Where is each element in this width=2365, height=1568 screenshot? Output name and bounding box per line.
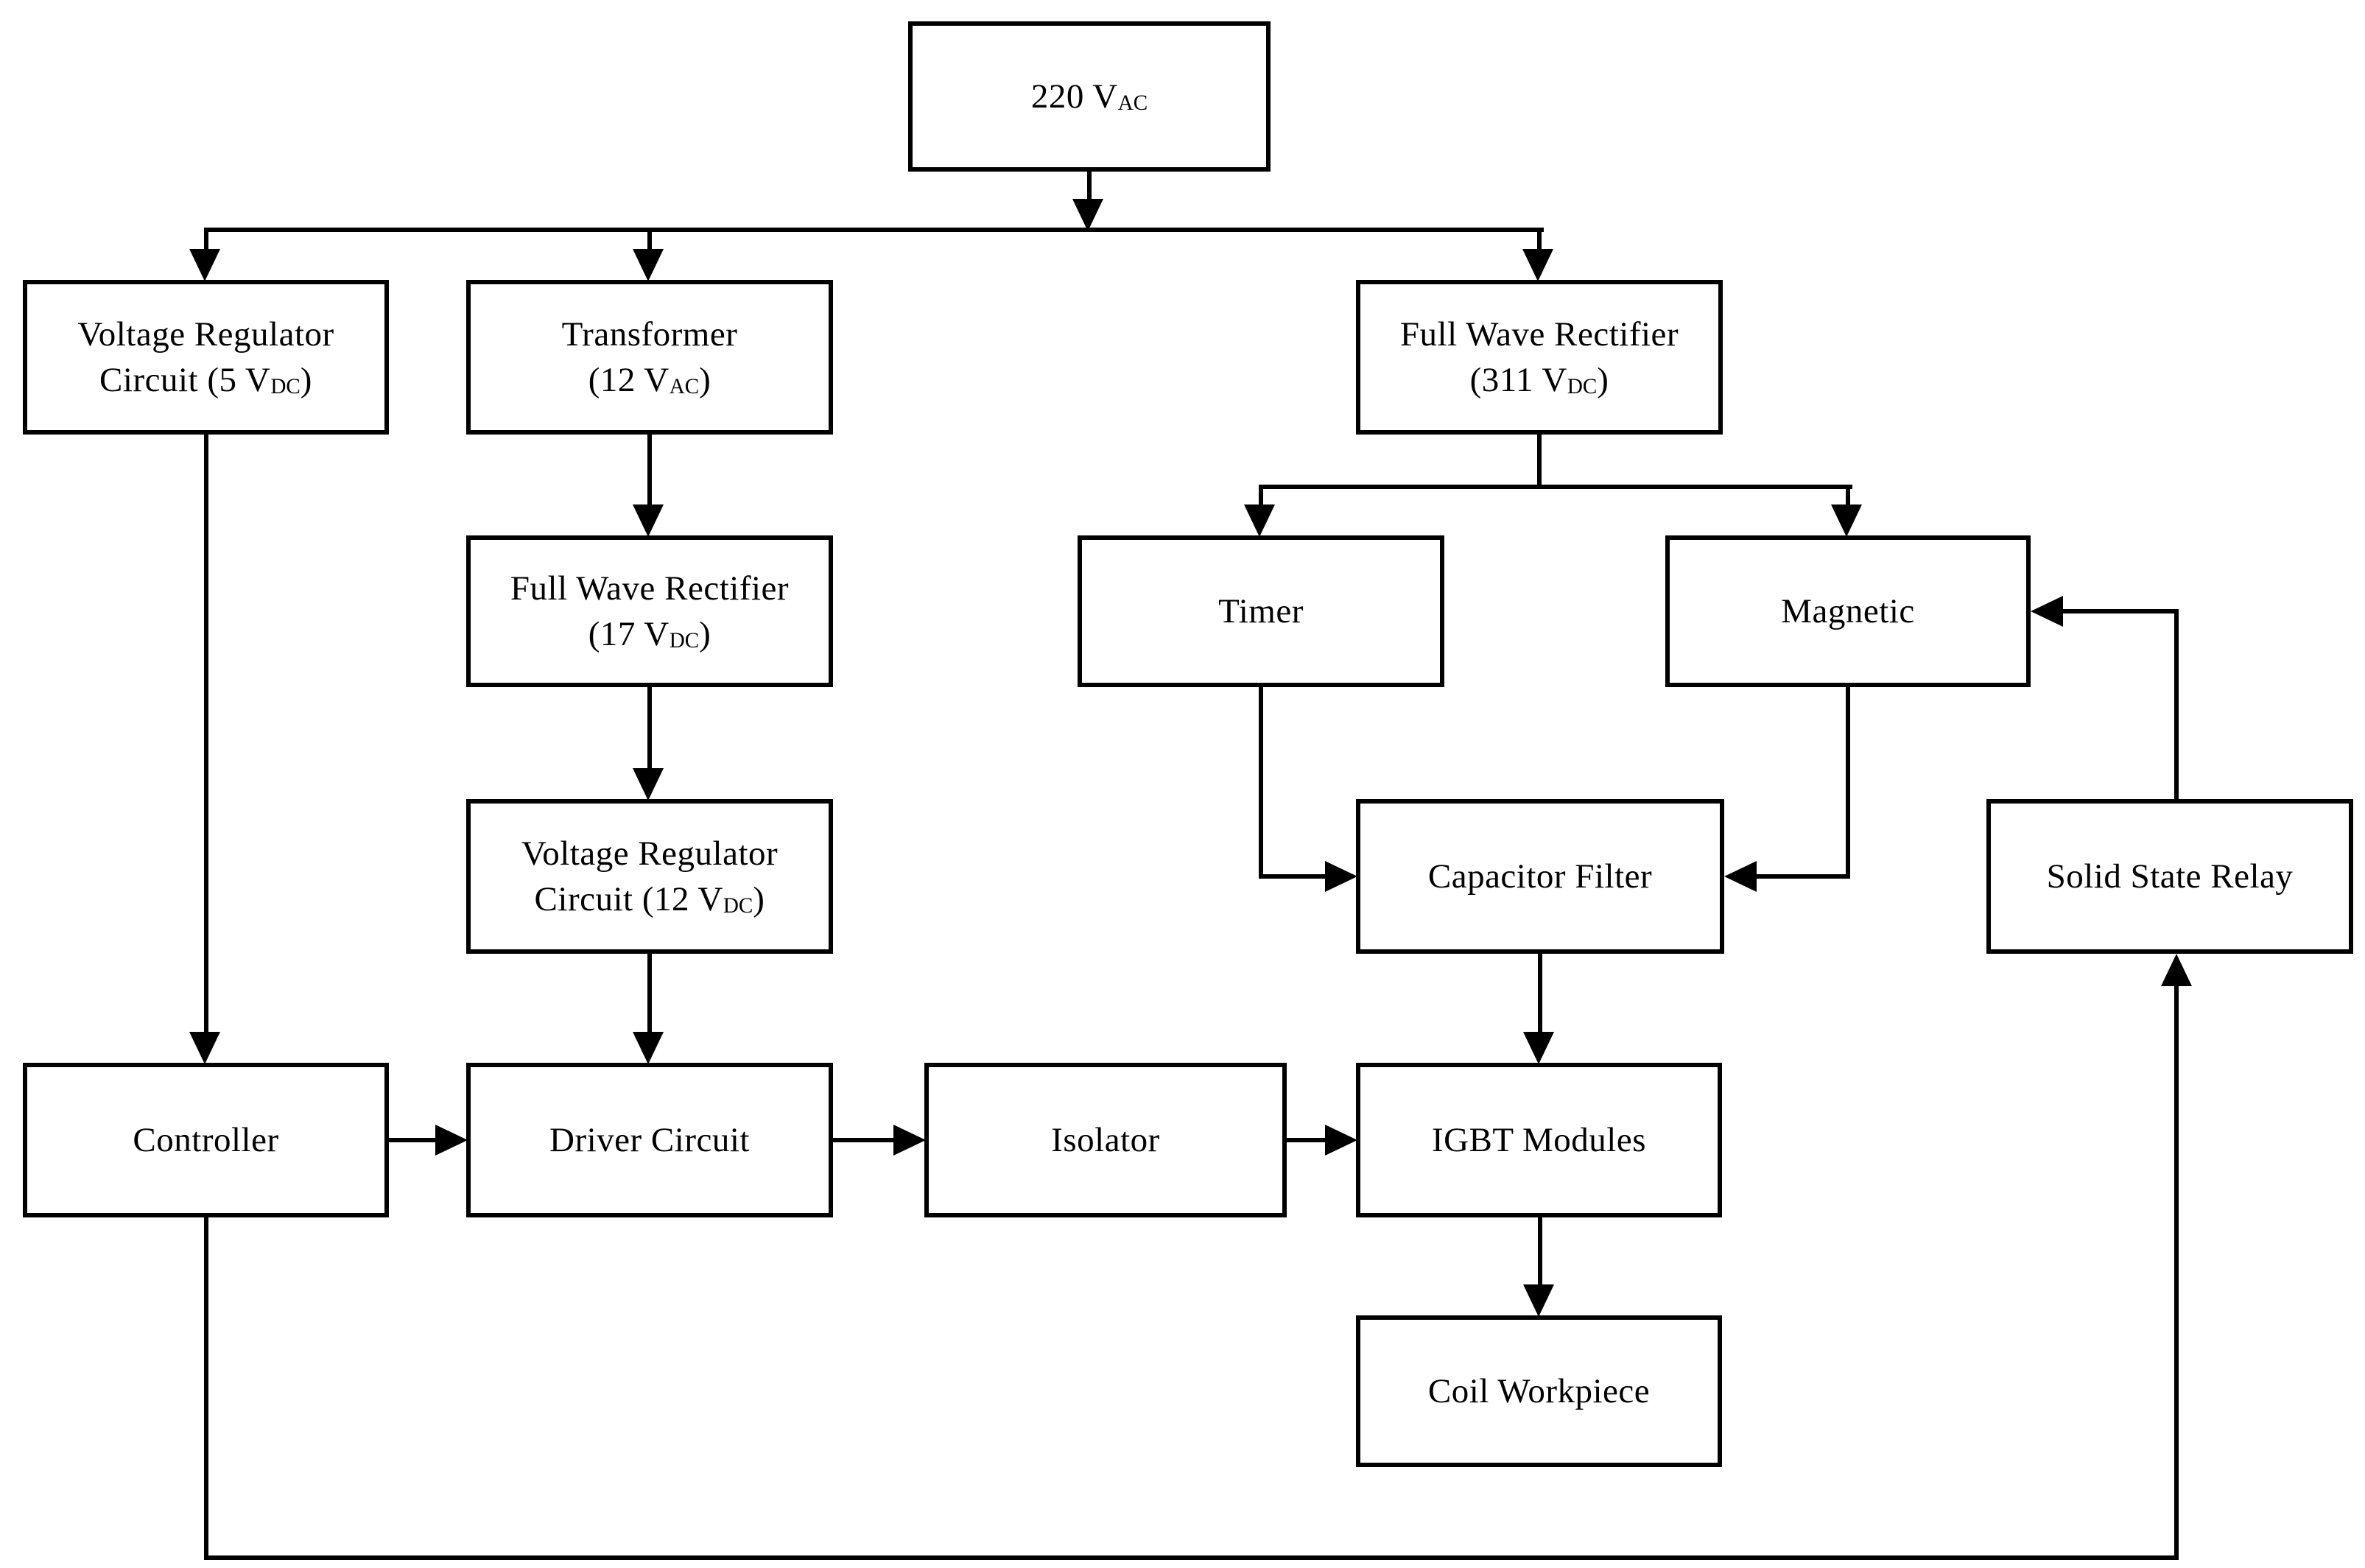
arrowhead-into-fwr17	[633, 504, 664, 537]
node-label-line: Voltage Regulator	[77, 314, 334, 354]
edge-fwr311-drop-line	[1537, 435, 1542, 489]
edge-timer-drop-line	[1259, 687, 1263, 879]
edge-magnetic-to-capfilter-line	[1754, 874, 1850, 879]
arrowhead-into-controller	[189, 1032, 220, 1064]
node-label-line: Capacitor Filter	[1427, 857, 1653, 896]
node-label-line: Full Wave Rectifier	[1399, 314, 1679, 354]
node-driver-circuit: Driver Circuit	[466, 1063, 833, 1217]
node-label-line: (12 VAC)	[588, 361, 711, 399]
arrowhead-into-coil	[1523, 1284, 1554, 1317]
edge-igbt-to-coil-line	[1538, 1217, 1542, 1286]
node-solid-state-relay: Solid State Relay	[1986, 799, 2353, 954]
edge-bus-to-timer-line	[1259, 485, 1263, 507]
edge-controller-to-driver-line	[389, 1138, 437, 1142]
arrowhead-into-magnetic-right	[2031, 596, 2063, 627]
node-full-wave-rectifier-311vdc: Full Wave Rectifier (311 VDC)	[1356, 280, 1723, 435]
node-timer: Timer	[1078, 535, 1444, 687]
arrowhead-into-vrc12	[633, 768, 664, 801]
edge-bus-to-fwr311-line	[1537, 230, 1542, 252]
edge-capfilter-to-igbt-line	[1538, 954, 1542, 1035]
arrowhead-into-ssr-bottom	[2161, 954, 2192, 986]
edge-controller-feedback-drop-line	[204, 1217, 208, 1560]
node-full-wave-rectifier-17vdc: Full Wave Rectifier (17 VDC)	[466, 535, 833, 687]
node-controller: Controller	[23, 1063, 389, 1217]
node-label-line: 220 VAC	[1030, 77, 1148, 116]
node-transformer-12vac: Transformer (12 VAC)	[466, 280, 833, 435]
edge-isolator-to-igbt-line	[1287, 1138, 1326, 1142]
edge-magnetic-drop-line	[1846, 687, 1850, 879]
edge-fwr311-branch-bus-line	[1259, 485, 1852, 489]
arrowhead-into-fwr311	[1522, 249, 1553, 281]
node-mains-220vac: 220 VAC	[908, 21, 1271, 172]
node-capacitor-filter: Capacitor Filter	[1356, 799, 1724, 954]
arrowhead-into-igbt-top	[1523, 1032, 1554, 1064]
arrowhead-into-transformer	[633, 249, 664, 281]
node-label-line: Solid State Relay	[2046, 857, 2294, 896]
edge-mains-drop-line	[1087, 172, 1092, 202]
node-label-line: Timer	[1218, 591, 1304, 630]
node-label-line: Driver Circuit	[549, 1120, 750, 1159]
node-label-line: Circuit (5 VDC)	[99, 361, 312, 399]
edge-bus-to-transformer-line	[647, 230, 652, 252]
arrowhead-into-capfilter-right	[1724, 861, 1757, 892]
arrowhead-mains-to-bus	[1072, 199, 1103, 231]
node-label-line: Transformer	[561, 314, 738, 354]
node-label-line: (311 VDC)	[1469, 361, 1609, 399]
edge-transformer-to-fwr17-line	[647, 435, 652, 507]
edge-feedback-rise-line	[2174, 985, 2179, 1560]
node-label-line: Full Wave Rectifier	[510, 569, 790, 608]
edge-timer-to-capfilter-line	[1259, 874, 1326, 879]
edge-fwr17-to-vrc12-line	[647, 687, 652, 771]
edge-vrc12-to-driver-line	[647, 954, 652, 1035]
arrowhead-into-igbt-left	[1325, 1125, 1357, 1156]
node-label-line: Isolator	[1051, 1120, 1160, 1159]
arrowhead-into-magnetic-top	[1831, 504, 1862, 537]
node-isolator: Isolator	[924, 1063, 1287, 1217]
arrowhead-into-vrc5	[189, 249, 220, 281]
node-label-line: Magnetic	[1781, 591, 1915, 630]
node-label-line: Voltage Regulator	[521, 834, 779, 873]
node-igbt-modules: IGBT Modules	[1356, 1063, 1722, 1217]
arrowhead-into-isolator-left	[893, 1125, 926, 1156]
node-label-line: IGBT Modules	[1431, 1120, 1647, 1159]
edge-ssr-rise-line	[2174, 609, 2179, 799]
arrowhead-into-timer	[1244, 504, 1275, 537]
edge-ssr-to-magnetic-line	[2062, 609, 2179, 614]
arrowhead-into-driver-top	[633, 1032, 664, 1064]
arrowhead-into-capfilter-left	[1325, 861, 1357, 892]
node-label-line: Controller	[133, 1120, 279, 1159]
node-label-line: Coil Workpiece	[1427, 1371, 1651, 1410]
edge-feedback-bottom-line	[204, 1555, 2179, 1560]
arrowhead-into-driver-left	[435, 1125, 468, 1156]
edge-mains-bus-line	[204, 228, 1544, 232]
node-magnetic: Magnetic	[1665, 535, 2031, 687]
node-coil-workpiece: Coil Workpiece	[1356, 1315, 1722, 1467]
edge-vrc5-to-controller-line	[204, 435, 208, 1035]
edge-bus-to-magnetic-line	[1846, 485, 1850, 507]
node-label-line: Circuit (12 VDC)	[534, 880, 765, 918]
edge-driver-to-isolator-line	[833, 1138, 895, 1142]
node-label-line: (17 VDC)	[588, 615, 711, 653]
edge-bus-to-vrc5-line	[204, 230, 208, 252]
